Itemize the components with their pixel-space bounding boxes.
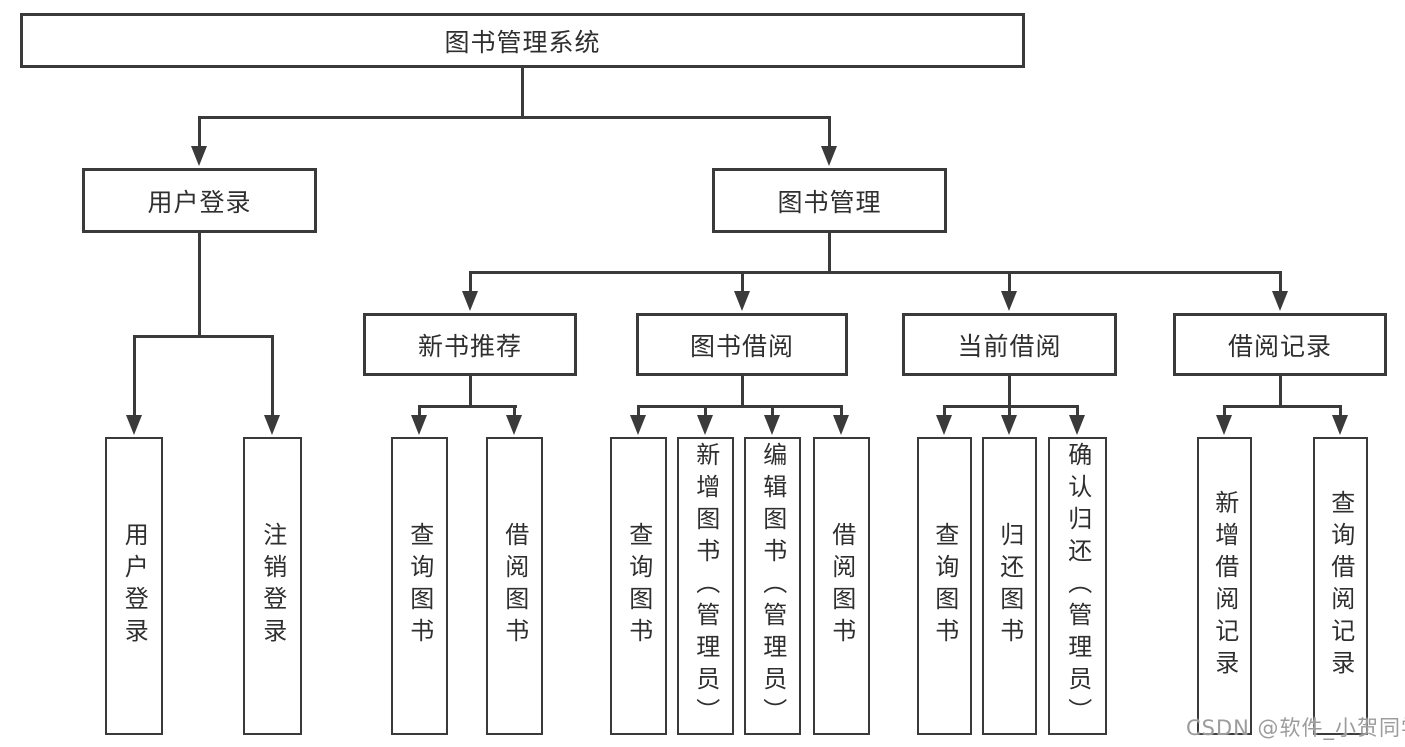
arrow-down-icon bbox=[1069, 415, 1085, 435]
connector bbox=[469, 272, 472, 294]
connector bbox=[741, 272, 744, 294]
connector bbox=[198, 232, 201, 337]
connector bbox=[1339, 406, 1342, 418]
node-book-borrowing: 图书借阅 bbox=[636, 313, 848, 376]
node-query-books-recommend: 查询图书 bbox=[391, 437, 448, 735]
arrow-down-icon bbox=[411, 415, 427, 435]
connector bbox=[1279, 374, 1282, 408]
node-borrow-books-borrow: 借阅图书 bbox=[813, 437, 870, 735]
connector bbox=[133, 336, 136, 417]
connector bbox=[1008, 374, 1011, 408]
connector bbox=[469, 271, 1282, 274]
connector bbox=[828, 232, 831, 274]
node-add-borrow-record: 新增借阅记录 bbox=[1197, 437, 1252, 735]
node-return-books: 归还图书 bbox=[982, 437, 1037, 735]
arrow-down-icon bbox=[1001, 415, 1017, 435]
connector bbox=[1223, 405, 1342, 408]
connector bbox=[1279, 272, 1282, 294]
node-confirm-return-admin: 确认归还（管理员） bbox=[1048, 437, 1107, 735]
connector bbox=[1223, 406, 1226, 418]
connector bbox=[1008, 272, 1011, 294]
arrow-down-icon bbox=[1001, 291, 1017, 311]
node-label: 借阅图书 bbox=[500, 522, 529, 650]
connector bbox=[271, 336, 274, 417]
node-user-login: 用户登录 bbox=[82, 168, 317, 233]
arrow-down-icon bbox=[1332, 415, 1348, 435]
watermark: CSDN @软件_小贺同学 bbox=[1186, 716, 1405, 740]
node-borrowing-records: 借阅记录 bbox=[1173, 313, 1387, 376]
connector bbox=[943, 406, 946, 418]
connector bbox=[513, 406, 516, 418]
connector bbox=[1076, 406, 1079, 418]
node-label: 查询图书 bbox=[930, 522, 959, 650]
connector bbox=[840, 406, 843, 418]
arrow-down-icon bbox=[126, 415, 142, 435]
arrow-down-icon bbox=[462, 291, 478, 311]
node-label: 归还图书 bbox=[995, 522, 1024, 650]
connector bbox=[418, 406, 421, 418]
node-query-borrow-record: 查询借阅记录 bbox=[1313, 437, 1368, 735]
node-label: 查询借阅记录 bbox=[1326, 490, 1355, 682]
arrow-down-icon bbox=[506, 415, 522, 435]
node-label: 新书推荐 bbox=[417, 331, 522, 361]
connector bbox=[637, 406, 640, 418]
connector bbox=[133, 335, 274, 338]
node-label: 图书借阅 bbox=[689, 331, 794, 361]
arrow-down-icon bbox=[764, 415, 780, 435]
node-label: 借阅记录 bbox=[1227, 331, 1332, 361]
node-label: 用户登录 bbox=[147, 187, 252, 217]
connector bbox=[828, 117, 831, 149]
node-label: 当前借阅 bbox=[957, 331, 1062, 361]
arrow-down-icon bbox=[264, 415, 280, 435]
connector bbox=[771, 406, 774, 418]
node-label: 确认归还（管理员） bbox=[1063, 442, 1092, 730]
arrow-down-icon bbox=[936, 415, 952, 435]
arrow-down-icon bbox=[833, 415, 849, 435]
node-label: 注销登录 bbox=[258, 522, 287, 650]
connector bbox=[637, 405, 843, 408]
connector bbox=[704, 406, 707, 418]
arrow-down-icon bbox=[734, 291, 750, 311]
connector bbox=[741, 374, 744, 408]
node-add-books-admin: 新增图书（管理员） bbox=[677, 437, 734, 735]
connector bbox=[1008, 406, 1011, 418]
connector bbox=[469, 374, 472, 408]
connector bbox=[943, 405, 1079, 408]
node-label: 新增借阅记录 bbox=[1210, 490, 1239, 682]
arrow-down-icon bbox=[697, 415, 713, 435]
node-new-book-recommendation: 新书推荐 bbox=[363, 313, 577, 376]
node-label: 图书管理 bbox=[777, 187, 882, 217]
node-label: 查询图书 bbox=[405, 522, 434, 650]
node-query-books-current: 查询图书 bbox=[917, 437, 972, 735]
node-label: 用户登录 bbox=[120, 522, 149, 650]
connector bbox=[521, 68, 524, 117]
arrow-down-icon bbox=[821, 146, 837, 166]
node-label: 借阅图书 bbox=[827, 522, 856, 650]
connector bbox=[198, 117, 201, 149]
node-edit-books-admin: 编辑图书（管理员） bbox=[744, 437, 801, 735]
node-logout: 注销登录 bbox=[243, 437, 302, 735]
node-library-management-system: 图书管理系统 bbox=[20, 13, 1025, 68]
connector bbox=[198, 116, 831, 119]
node-borrow-books-recommend: 借阅图书 bbox=[486, 437, 543, 735]
node-label: 图书管理系统 bbox=[444, 27, 601, 57]
arrow-down-icon bbox=[191, 146, 207, 166]
node-label: 新增图书（管理员） bbox=[691, 442, 720, 730]
connector bbox=[418, 405, 517, 408]
node-user-login-leaf: 用户登录 bbox=[105, 437, 163, 735]
arrow-down-icon bbox=[630, 415, 646, 435]
node-book-management: 图书管理 bbox=[712, 168, 947, 233]
node-label: 编辑图书（管理员） bbox=[758, 442, 787, 730]
node-query-books-borrow: 查询图书 bbox=[610, 437, 667, 735]
arrow-down-icon bbox=[1272, 291, 1288, 311]
node-current-borrowing: 当前借阅 bbox=[902, 313, 1117, 376]
node-label: 查询图书 bbox=[624, 522, 653, 650]
arrow-down-icon bbox=[1216, 415, 1232, 435]
